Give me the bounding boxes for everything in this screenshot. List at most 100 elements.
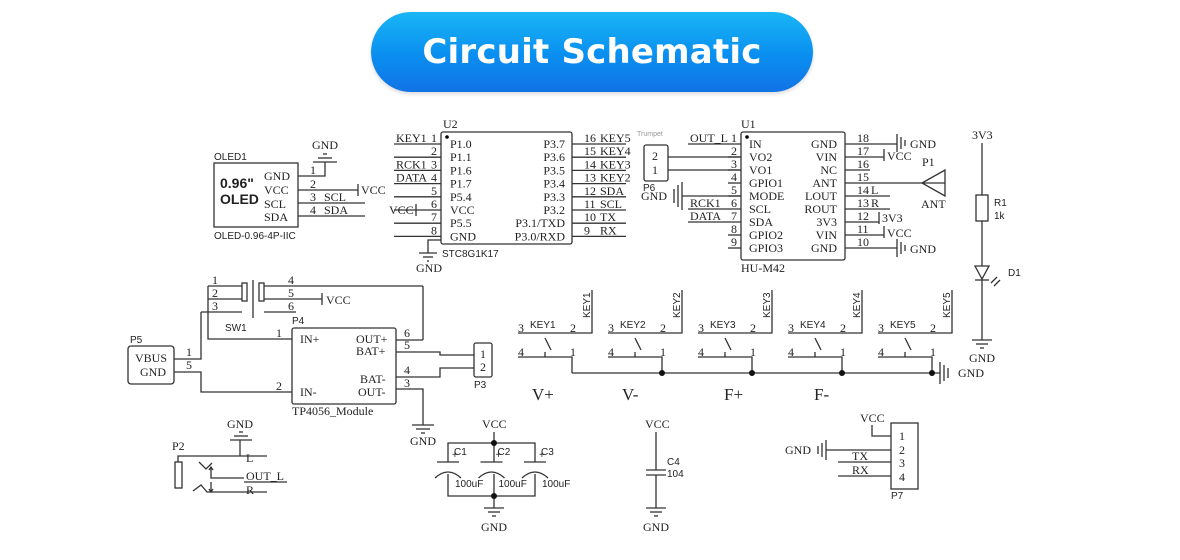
p7-body (890, 422, 919, 490)
net-label: VCC (389, 203, 414, 217)
pin-num: 2 (930, 321, 936, 335)
net-label: GND (910, 137, 936, 151)
pin-num: 2 (310, 177, 316, 191)
u2-pin-name: GND (450, 229, 476, 243)
antenna-icon (920, 168, 946, 198)
u2-pin-name: P3.7 (543, 137, 565, 151)
cap-ref: C1 (454, 447, 467, 458)
led-branch: 3V3 R1 1k D1 GND (969, 128, 1021, 365)
antenna-p1: P1 ANT (845, 155, 946, 211)
r1-value: 1k (994, 211, 1006, 222)
wire (174, 371, 292, 393)
r1-ref: R1 (994, 198, 1007, 209)
u1-pin-name: IN (749, 137, 762, 151)
audio-jack-p2: P2 L OUT_L R GND (172, 417, 287, 497)
net-label: DATA (690, 209, 721, 223)
wire (878, 290, 953, 334)
junction (491, 440, 497, 446)
pin-num: 2 (840, 321, 846, 335)
oled-pin-name: SDA (264, 210, 288, 224)
key-function-label: F+ (724, 385, 743, 404)
u1-pin-name: LOUT (805, 189, 838, 203)
oled-part: OLED-0.96-4P-IIC (214, 231, 296, 242)
p1-label: ANT (921, 197, 946, 211)
pin-num: 5 (404, 338, 410, 352)
net-label: RX (600, 223, 617, 237)
pin-num: 12 (584, 184, 596, 198)
cap-plus: + (496, 450, 502, 461)
net-label: SCL (324, 190, 346, 204)
pin-num: 11 (584, 197, 596, 211)
net-label: VCC (860, 411, 885, 425)
pin-num: 3 (431, 157, 437, 171)
sw1-contact (241, 282, 248, 302)
p5-ref: P5 (130, 335, 143, 346)
u2-pin-name: P1.6 (450, 163, 472, 177)
p6-ref: P6 (643, 183, 656, 194)
pin-num: 3 (310, 190, 316, 204)
key-function-label: V- (622, 385, 639, 404)
cap-plate (521, 471, 549, 479)
sw1-contact (258, 282, 265, 302)
wire (608, 356, 663, 373)
pin-num: 6 (431, 197, 437, 211)
cap-value: 100uF (499, 479, 527, 490)
key-ref: KEY3 (710, 320, 736, 331)
oled-pin-name: SCL (264, 197, 286, 211)
switch-actuator (544, 337, 552, 351)
p1-ref: P1 (922, 155, 935, 169)
cap-ref: C2 (498, 447, 511, 458)
title-banner: Circuit Schematic (371, 12, 813, 92)
pin-num: 17 (857, 144, 869, 158)
p3-body (473, 342, 493, 378)
pin-num: 3 (698, 321, 704, 335)
u2-pin-name: P3.2 (543, 203, 565, 217)
oled-pin-name: VCC (264, 183, 289, 197)
pin-num: 2 (731, 144, 737, 158)
p4-ref: P4 (292, 316, 305, 327)
u1-pin-name: VO1 (749, 163, 772, 177)
pin-num: 3 (878, 321, 884, 335)
net-label: L (246, 451, 253, 465)
cap-ref: C3 (541, 447, 554, 458)
p4-body (291, 327, 397, 405)
pin-num: 2 (212, 286, 218, 300)
pin-num: 13 (857, 196, 869, 210)
u2-pin-name: P1.7 (450, 177, 472, 191)
wire (174, 312, 202, 360)
light-arrow-icon (993, 279, 1001, 287)
key-ref: KEY1 (530, 320, 556, 331)
pin-num: 1 (731, 131, 737, 145)
oled-pin-name: GND (264, 169, 290, 183)
pin-num: 1 (899, 429, 905, 443)
pin-num: 3 (731, 157, 737, 171)
key-function-label: V+ (532, 385, 554, 404)
uart-header-p7: VCC 1 2 3 4 P7 TX RX GND (785, 411, 919, 502)
pin-num: 2 (480, 360, 486, 374)
net-label: SDA (324, 203, 348, 217)
net-label: GND (641, 189, 667, 203)
net-label: KEY3 (600, 157, 631, 171)
cap-c4: VCC C4 104 GND (643, 417, 684, 534)
p6-label: Trumpet (637, 131, 663, 138)
net-label: VCC (482, 417, 507, 431)
u1-pin-name: VIN (816, 228, 838, 242)
pin-num: 3 (608, 321, 614, 335)
pin-num: 18 (857, 131, 869, 145)
cap-plate (478, 471, 505, 479)
net-label: R (871, 196, 879, 210)
cap-plus: + (539, 450, 545, 461)
power-section: 1 2 3 4 5 6 VCC SW1 P5 VBUS GND 1 5 P4 I… (127, 273, 493, 448)
wire (698, 290, 773, 334)
wire (878, 356, 933, 373)
pin-num: 5 (288, 286, 294, 300)
net-label: OUT_L (246, 469, 284, 483)
u2-pin-name: P3.3 (543, 190, 565, 204)
junction (749, 370, 755, 376)
u2-pin-name: P3.4 (543, 177, 565, 191)
led-d1-icon (973, 265, 991, 281)
net-label: RCK1 (396, 157, 427, 171)
